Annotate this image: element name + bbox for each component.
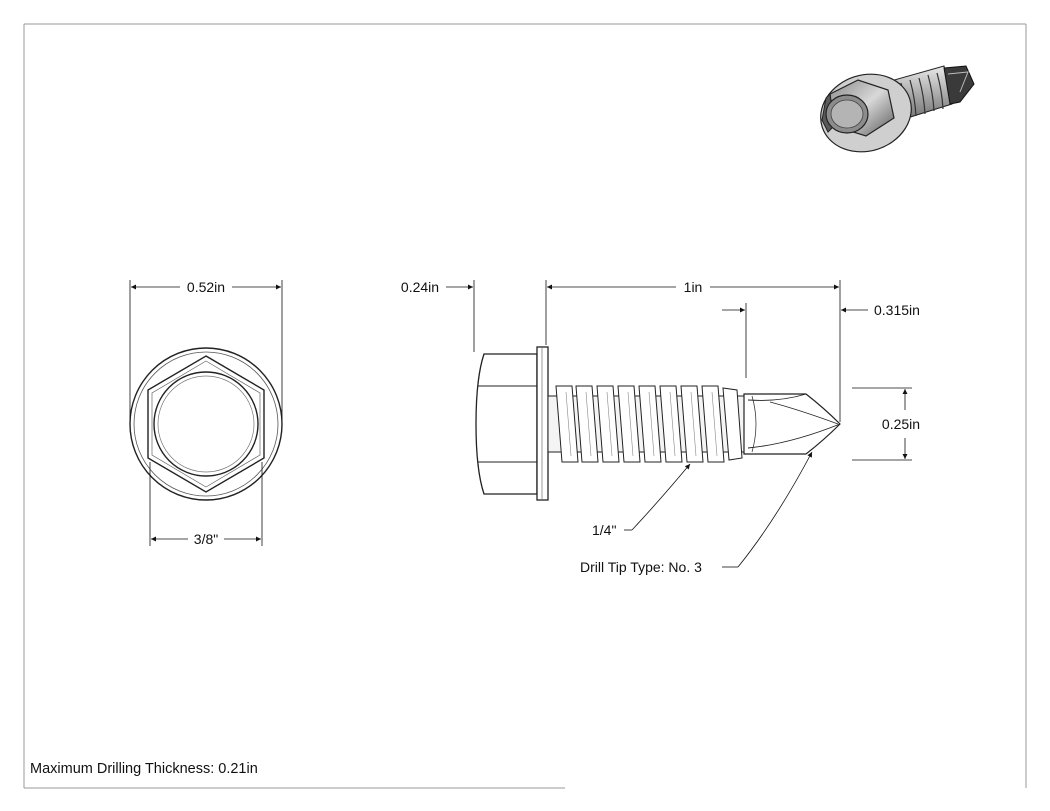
- dim-head-height: [446, 280, 547, 352]
- dim-head-height-label: 0.24in: [401, 279, 439, 295]
- dim-drill-diameter-label: 0.25in: [882, 416, 920, 432]
- dim-hex-across-flats: [149, 462, 263, 546]
- dim-hex-across-flats-label: 3/8": [194, 531, 218, 547]
- side-flange: [536, 346, 549, 501]
- head-face-circle: [153, 371, 259, 477]
- dim-flange-diameter-label: 0.52in: [187, 279, 225, 295]
- isometric-view: [820, 65, 975, 153]
- head-face-circle-inner: [157, 375, 255, 473]
- max-drilling-thickness-note: Maximum Drilling Thickness: 0.21in: [30, 761, 258, 777]
- side-hex-head: [475, 353, 538, 495]
- dim-flange-diameter: [129, 280, 283, 420]
- front-view: 0.52in 3/8": [129, 279, 283, 547]
- side-view: 0.24in 1in 0.315in 0.25in 1/4": [401, 279, 920, 575]
- thread-crests: [555, 385, 743, 463]
- leader-thread-size: [624, 463, 691, 531]
- hex-head-inner: [151, 360, 261, 488]
- leader-drill-tip: [722, 451, 813, 568]
- leader-drill-tip-label: Drill Tip Type: No. 3: [580, 559, 702, 575]
- thread-shading: [565, 391, 718, 457]
- side-threaded-shank: [547, 385, 745, 463]
- dim-drill-point-length: [722, 303, 868, 378]
- side-drill-point: [743, 393, 841, 455]
- leader-thread-size-label: 1/4": [592, 522, 616, 538]
- sheet-border: [23, 23, 1027, 789]
- dim-drill-diameter: [852, 387, 912, 461]
- flange-inner-edge: [133, 351, 279, 497]
- dim-screw-length: [547, 280, 841, 422]
- dim-screw-length-label: 1in: [684, 279, 703, 295]
- dim-drill-point-length-label: 0.315in: [874, 302, 920, 318]
